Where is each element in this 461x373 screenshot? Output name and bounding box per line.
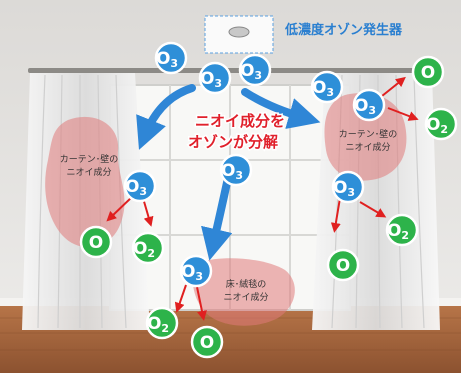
flow-arrow-right [241, 88, 321, 129]
ozone-flow-arrows [136, 84, 321, 261]
left-odor-label-line2: ニオイ成分 [66, 166, 111, 178]
oxygen-atom-label: O [89, 233, 103, 253]
generator-label: 低濃度オゾン発生器 [284, 22, 403, 38]
right-curtain-odor-zone [324, 93, 407, 181]
ozone-molecule: O3 [331, 170, 365, 204]
ozone-molecule: O3 [198, 61, 232, 95]
floor-odor-label-line1: 床･絨毯の [226, 278, 267, 290]
ozone-molecule: O3 [352, 88, 386, 122]
oxygen-atom: O [190, 325, 224, 359]
center-caption-line2: オゾンが分解 [188, 133, 278, 151]
flow-arrow-down [201, 174, 233, 261]
left-odor-label-line1: カーテン･壁の [60, 153, 119, 165]
oxygen-molecule: O2 [145, 306, 179, 340]
oxygen-atom-label: O [421, 63, 435, 83]
floor-odor-zone [192, 258, 295, 326]
ozone-molecule: O3 [123, 169, 157, 203]
curtain-rod [28, 68, 433, 73]
oxygen-atom: O [326, 248, 360, 282]
ozone-molecule: O3 [179, 254, 213, 288]
oxygen-atom: O [411, 55, 445, 89]
ozone-molecule: O3 [238, 53, 272, 87]
ozone-molecule: O3 [154, 41, 188, 75]
right-odor-label-line1: カーテン･壁の [339, 128, 398, 140]
flow-arrow-left [136, 84, 196, 150]
ozone-molecule: O3 [310, 70, 344, 104]
decomposition-arrows [106, 76, 419, 321]
center-caption-line1: ニオイ成分を [195, 112, 285, 130]
right-odor-label-line2: ニオイ成分 [345, 141, 390, 153]
floor-odor-label-line2: ニオイ成分 [223, 291, 268, 303]
oxygen-molecule: O2 [424, 107, 458, 141]
generator-device-icon [228, 26, 250, 38]
oxygen-atom-label: O [336, 256, 350, 276]
ozone-molecule: O3 [219, 153, 253, 187]
oxygen-atom-label: O [200, 333, 214, 353]
oxygen-atom: O [79, 225, 113, 259]
oxygen-molecule: O2 [131, 231, 165, 265]
oxygen-molecule: O2 [385, 213, 419, 247]
left-curtain-odor-zone [45, 116, 125, 248]
ozone-generator [204, 15, 274, 54]
